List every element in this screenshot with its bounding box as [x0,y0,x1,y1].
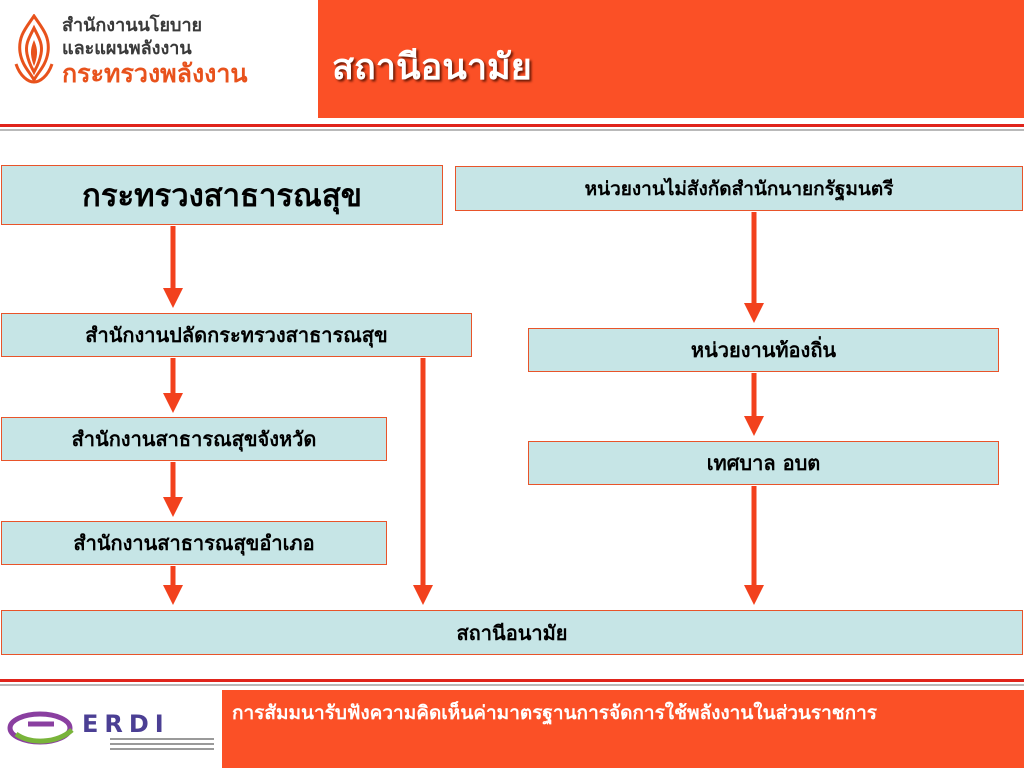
org-name-line1: สำนักงานนโยบาย [62,15,203,36]
header-divider [0,124,1024,127]
title-banner: สถานีอนามัย [318,0,1024,118]
node-provincial-health-office: สำนักงานสาธารณสุขจังหวัด [1,417,387,461]
node-ministry-of-public-health: กระทรวงสาธารณสุข [1,165,443,225]
footer-divider-thin [0,684,1024,686]
node-municipality: เทศบาล อบต [528,441,999,485]
slide-header: สำนักงานนโยบาย และแผนพลังงาน กระทรวงพลัง… [0,0,1024,122]
footer-divider [0,679,1024,682]
node-permanent-secretary-office: สำนักงานปลัดกระทรวงสาธารณสุข [1,313,472,357]
ministry-logo: สำนักงานนโยบาย และแผนพลังงาน กระทรวงพลัง… [0,0,318,120]
ministry-name: กระทรวงพลังงาน [62,59,248,88]
seminar-caption: การสัมมนารับฟังความคิดเห็นค่ามาตรฐานการจ… [232,702,878,724]
node-health-center: สถานีอนามัย [1,610,1023,655]
org-name-line2: และแผนพลังงาน [62,38,192,59]
node-district-health-office: สำนักงานสาธารณสุขอำเภอ [1,521,387,565]
footer-banner: การสัมมนารับฟังความคิดเห็นค่ามาตรฐานการจ… [222,690,1024,768]
slide-title: สถานีอนามัย [332,47,532,88]
node-local-agency: หน่วยงานท้องถิ่น [528,328,999,372]
header-divider-thin [0,129,1024,131]
erdi-swoosh-icon [7,711,74,745]
erdi-fine-print [110,738,214,754]
erdi-wordmark: ERDI [82,710,170,738]
flame-emblem-icon [14,14,54,84]
erdi-logo: ERDI [0,690,220,768]
node-non-pm-agency: หน่วยงานไม่สังกัดสำนักนายกรัฐมนตรี [455,166,1023,211]
